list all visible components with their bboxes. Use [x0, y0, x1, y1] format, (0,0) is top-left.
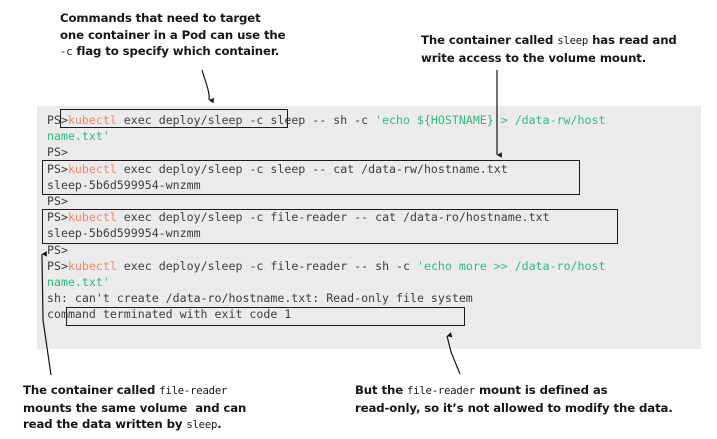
callout-text: one container in a Pod can use the [60, 27, 286, 42]
terminal-line: PS>kubectl exec deploy/sleep -c file-rea… [37, 209, 701, 225]
terminal-text-plain: exec deploy/sleep -c file-reader -- sh -… [116, 258, 417, 273]
terminal-text-str: 'echo more >> /data-ro/host [416, 258, 606, 273]
terminal-text-plain: sleep-5b6d599954-wnzmm [47, 177, 201, 192]
callout-text: write access to the volume mount. [421, 50, 647, 65]
terminal-line: command terminated with exit code 1 [37, 306, 701, 322]
callout-line: -c flag to specify which container. [60, 43, 285, 61]
terminal-text-ps: PS> [47, 242, 68, 257]
callout-code-text: sleep [186, 419, 218, 431]
callout-line: But the file-reader mount is defined as [355, 382, 673, 400]
terminal-line: PS>kubectl exec deploy/sleep -c sleep --… [37, 112, 701, 128]
callout-line: mounts the same volume and can [23, 400, 246, 417]
callout-text: Commands that need to target [60, 11, 261, 25]
terminal-text-plain: exec deploy/sleep -c sleep -- cat /data-… [116, 161, 508, 176]
leader-line-top-left [201, 69, 215, 104]
terminal-text-cmd: kubectl [67, 210, 117, 225]
callout-code-text: -c [60, 46, 73, 58]
callout-line: Commands that need to target [60, 10, 285, 27]
terminal-text-ps: PS> [47, 145, 68, 160]
callout-line: write access to the volume mount. [421, 50, 677, 67]
terminal-text-plain: exec deploy/sleep -c file-reader -- cat … [116, 210, 550, 225]
terminal-line: PS> [37, 193, 701, 209]
callout-text: . [217, 417, 222, 431]
terminal-text-ps: PS> [47, 193, 68, 208]
terminal-line: sleep-5b6d599954-wnzmm [37, 177, 701, 193]
terminal-text-plain: sh: can't create /data-ro/hostname.txt: … [47, 291, 473, 306]
callout-text: The container called [421, 33, 558, 47]
callout-text: mounts the same volume and can [23, 400, 247, 415]
callout-text: read-only, so it’s not allowed to modify… [355, 400, 673, 415]
terminal-line: name.txt' [37, 128, 701, 144]
terminal-text-ps: PS> [47, 161, 68, 176]
terminal-text-cmd: kubectl [67, 258, 117, 273]
terminal-line: PS>kubectl exec deploy/sleep -c file-rea… [37, 258, 701, 274]
terminal-line: PS>kubectl exec deploy/sleep -c sleep --… [37, 161, 701, 177]
callout-text: mount is defined as [474, 383, 608, 397]
terminal-line: name.txt' [37, 274, 701, 290]
commands-target-container-callout: Commands that need to target one containe… [60, 10, 286, 61]
terminal-text-str: name.txt' [47, 274, 110, 289]
callout-text: read the data written by [23, 417, 187, 431]
callout-line: read-only, so it’s not allowed to modify… [355, 400, 673, 417]
terminal-text-ps: PS> [47, 113, 68, 127]
terminal-line: sleep-5b6d599954-wnzmm [37, 225, 701, 241]
terminal-text-plain: exec deploy/sleep -c sleep -- sh -c [116, 113, 376, 127]
terminal-line: PS> [37, 242, 701, 258]
terminal-text-ps: PS> [47, 210, 68, 225]
terminal-text-plain: command terminated with exit code 1 [47, 307, 292, 322]
terminal-text-str: 'echo ${HOSTNAME} > /data-rw/host [375, 113, 606, 127]
callout-line: one container in a Pod can use the [60, 27, 286, 44]
terminal-line: PS> [37, 144, 701, 160]
callout-line: The container called sleep has read and [421, 32, 677, 50]
callout-code-text: sleep [557, 35, 589, 47]
terminal-text-cmd: kubectl [67, 161, 117, 176]
callout-code-text: file-reader [407, 385, 475, 397]
powershell-terminal[interactable]: PS>kubectl exec deploy/sleep -c sleep --… [37, 106, 701, 349]
terminal-output: PS>kubectl exec deploy/sleep -c sleep --… [37, 112, 701, 322]
terminal-text-plain: sleep-5b6d599954-wnzmm [47, 226, 201, 241]
terminal-text-ps: PS> [47, 258, 68, 273]
callout-text: But the [355, 383, 407, 397]
callout-text: flag to specify which container. [72, 44, 280, 58]
callout-text: The container called [23, 383, 160, 397]
callout-code-text: file-reader [159, 385, 228, 397]
terminal-text-str: name.txt' [47, 129, 110, 144]
terminal-line: sh: can't create /data-ro/hostname.txt: … [37, 290, 701, 306]
callout-line: The container called file-reader [23, 382, 246, 400]
callout-text: has read and [588, 33, 677, 47]
terminal-text-cmd: kubectl [67, 113, 117, 127]
callout-line: read the data written by sleep. [23, 416, 246, 434]
